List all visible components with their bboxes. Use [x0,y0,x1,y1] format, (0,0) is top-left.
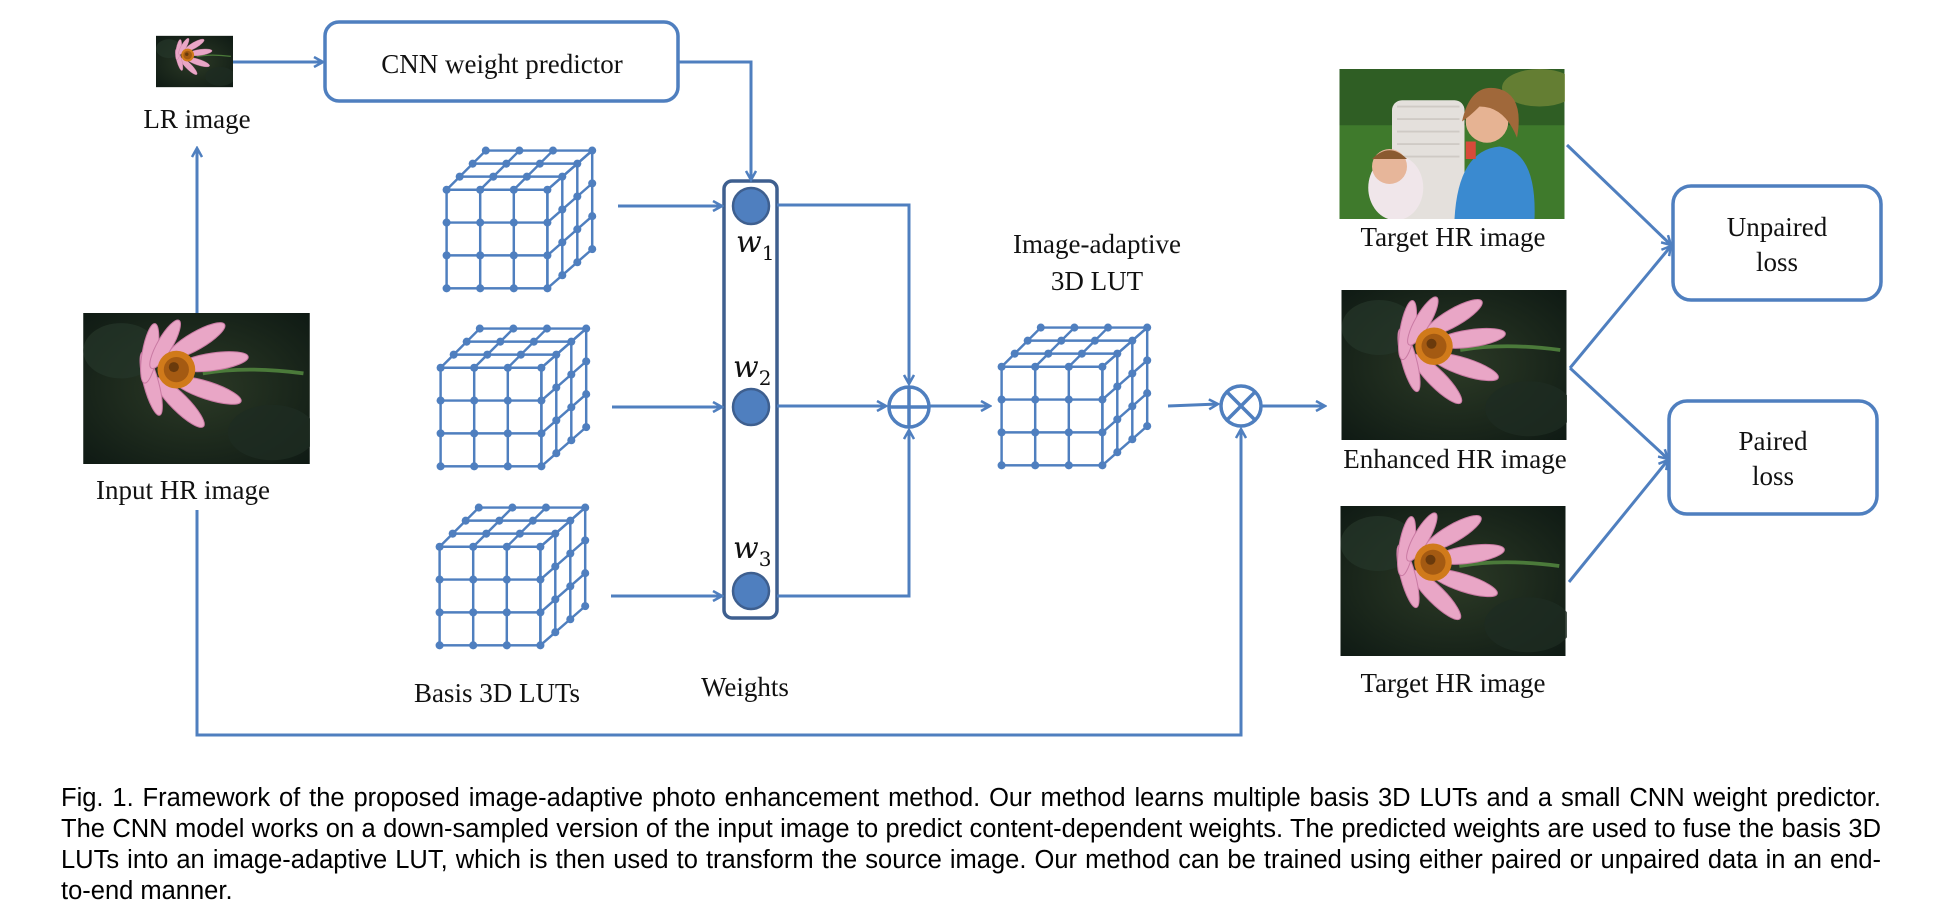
unpaired-loss-label-line1: Unpaired [1727,212,1828,242]
target-hr-image-bottom [1339,506,1567,656]
adaptive-lut-cube [996,322,1153,471]
adaptive-lut-label-line2: 3D LUT [1051,266,1144,296]
lr-image-label: LR image [143,104,250,134]
weights-label: Weights [701,672,789,702]
paired-loss-label-line2: loss [1752,461,1794,491]
weight-label-w1: w1 [736,225,774,265]
transform-operator-icon [1219,384,1263,428]
target-hr-image-bottom-label: Target HR image [1360,668,1545,698]
unpaired-loss-box [1671,184,1883,302]
figure-caption: Fig. 1. Framework of the proposed image-… [61,784,1881,905]
unpaired-loss-label-line2: loss [1756,247,1798,277]
lr-image-thumbnail [156,34,233,89]
weight-node-2 [731,387,771,427]
basis-lut-cube-3 [434,502,591,651]
sum-operator-icon [887,385,931,429]
basis-lut-cube-2 [435,323,592,472]
weight-node-1 [731,186,771,226]
basis-lut-cube-1 [441,145,598,294]
cnn-weight-predictor-label: CNN weight predictor [381,49,622,79]
weight-label-w2: w2 [733,350,771,390]
input-hr-image [83,313,310,464]
connectors [197,62,1671,737]
target-hr-image-top [1339,69,1565,219]
paired-loss-box [1667,399,1879,516]
enhanced-hr-image [1341,290,1567,440]
adaptive-lut-label-line1: Image-adaptive [1013,229,1181,259]
weight-node-3 [731,571,771,611]
paired-loss-label-line1: Paired [1739,426,1808,456]
enhanced-hr-image-label: Enhanced HR image [1343,444,1566,474]
input-hr-image-label: Input HR image [96,475,270,505]
weight-label-w3: w3 [733,531,771,571]
target-hr-image-top-label: Target HR image [1360,222,1545,252]
basis-luts-label: Basis 3D LUTs [414,678,580,708]
